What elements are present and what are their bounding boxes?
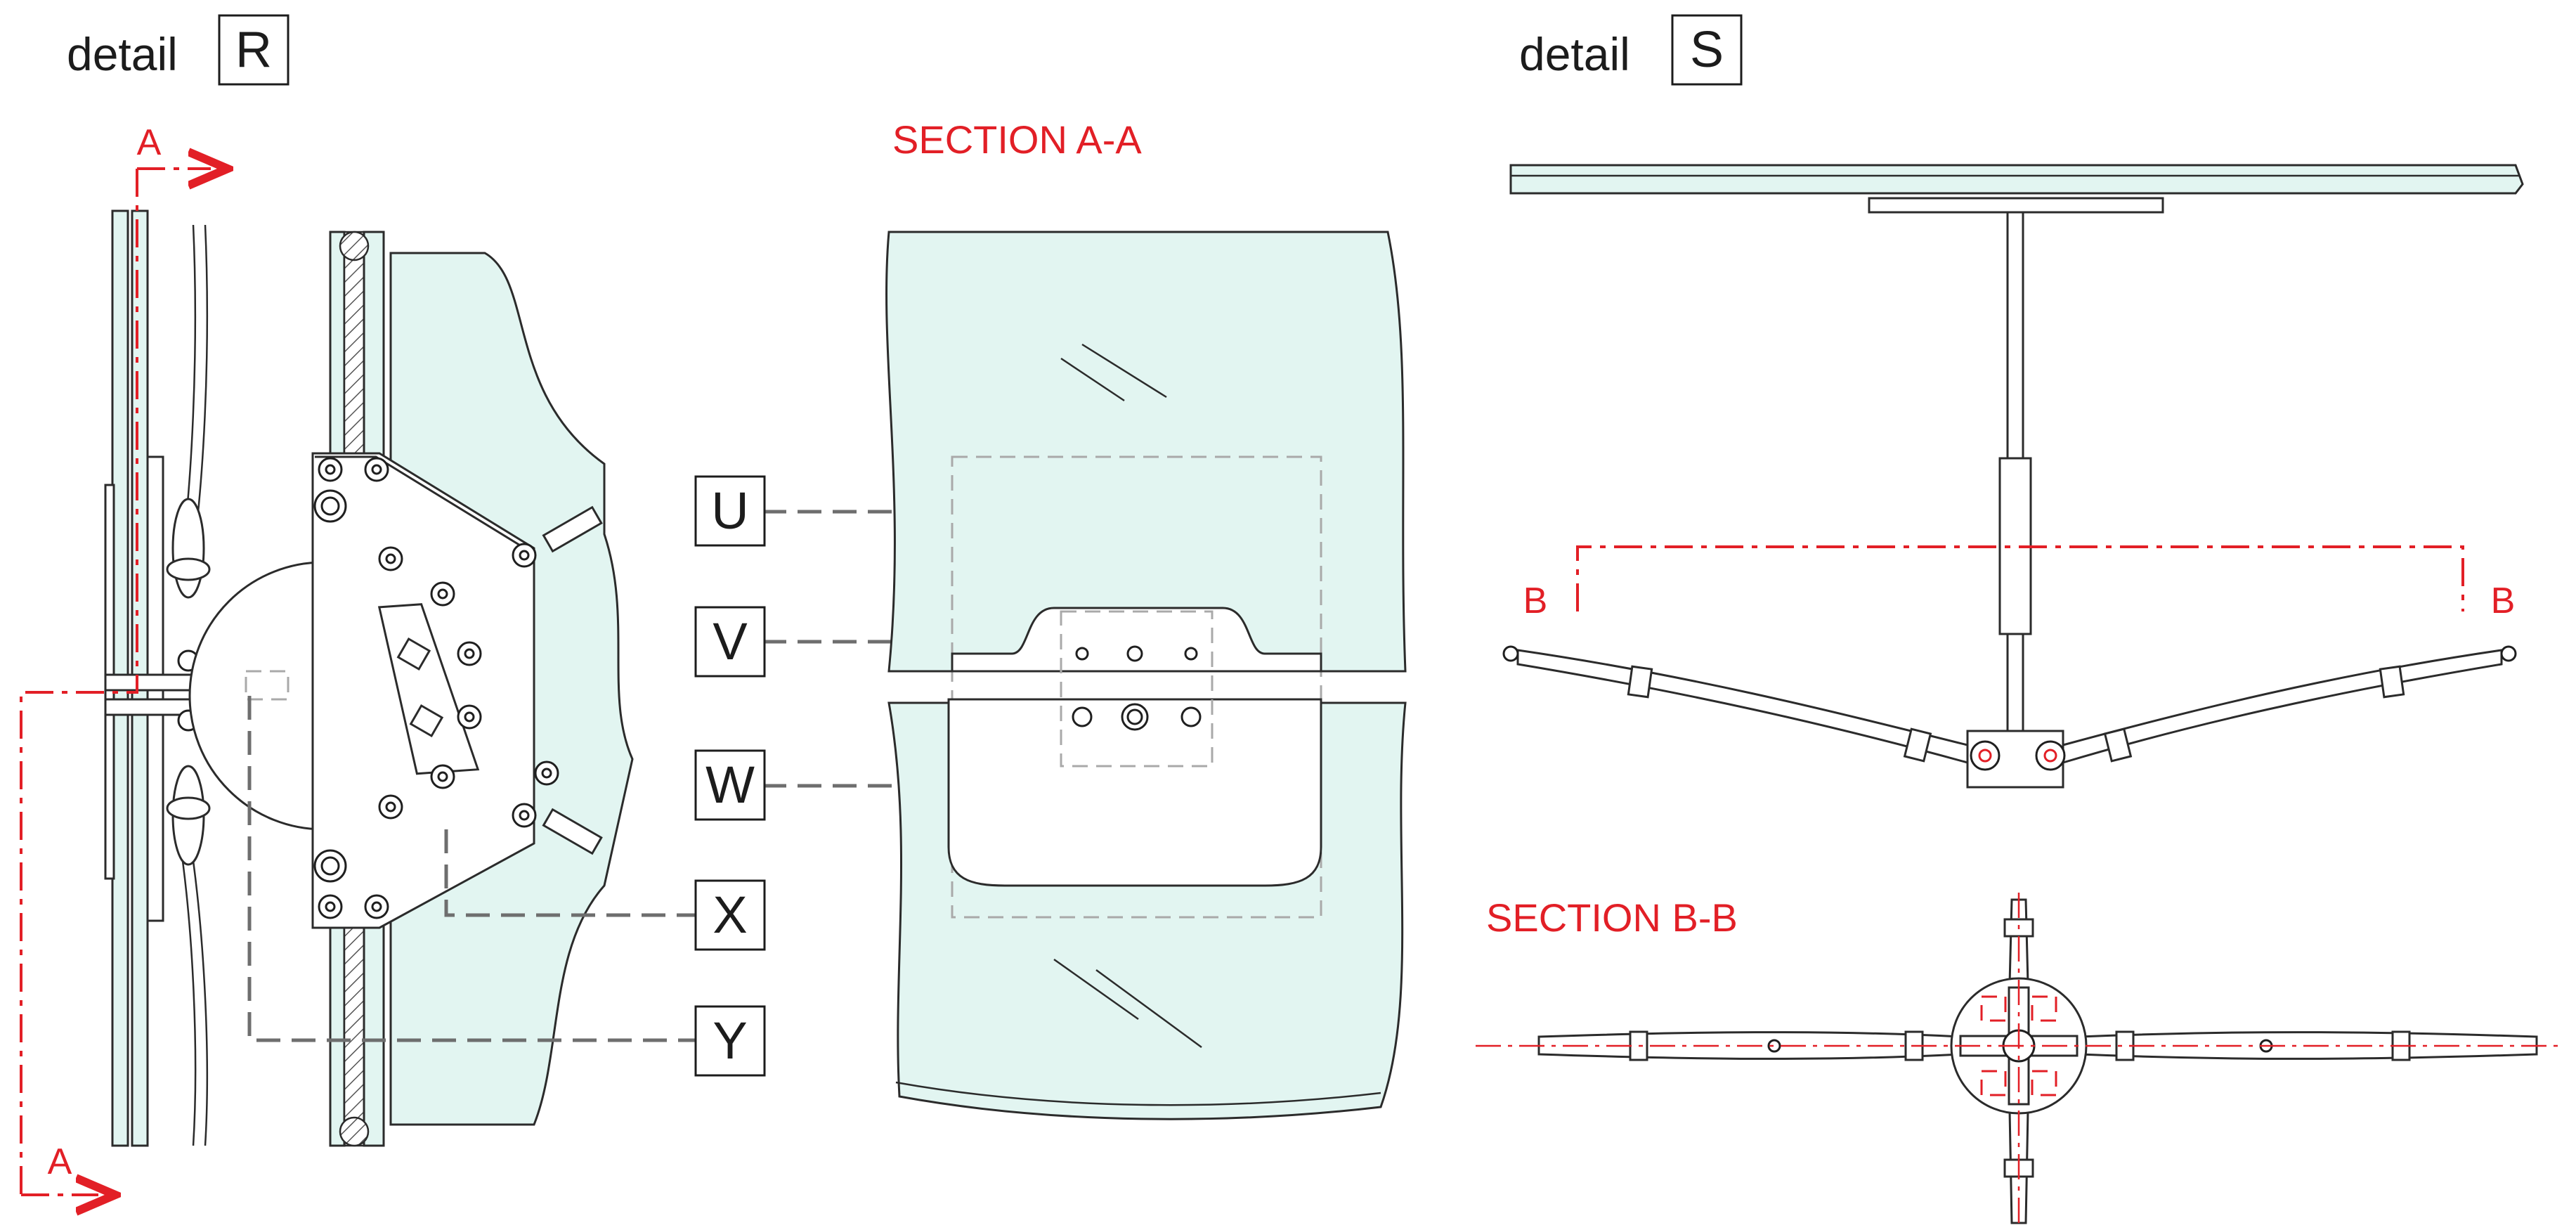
callout-x-letter: X	[713, 886, 747, 944]
detail-s-box	[1671, 14, 1743, 86]
detail-s-header: detail S	[1519, 14, 1743, 86]
callout-w-letter: W	[705, 756, 755, 814]
section-aa-title: SECTION A-A	[892, 117, 1142, 162]
plate-bolts	[313, 457, 559, 919]
cut-marker-a-top: A	[137, 122, 162, 163]
detail-s-letter: S	[1690, 22, 1724, 78]
cut-marker-b-right: B	[2491, 581, 2516, 621]
cut-marker-a-bottom: A	[48, 1141, 72, 1182]
section-aa-drawing: SECTION A-A	[885, 117, 1407, 1120]
callout-u: U	[694, 475, 766, 547]
detail-r-header: detail R	[67, 14, 290, 86]
callout-w: W	[694, 749, 766, 821]
detail-r-letter: R	[235, 22, 272, 78]
callout-x: X	[694, 879, 766, 951]
callout-u-letter: U	[711, 481, 748, 540]
detail-s-word: detail	[1519, 28, 1630, 80]
callout-v-letter: V	[713, 612, 748, 671]
detail-r-box	[218, 14, 290, 86]
detail-r-drawing: A A	[20, 122, 634, 1195]
callout-y-letter: Y	[713, 1011, 747, 1070]
callout-v: V	[694, 606, 766, 678]
detail-r-word: detail	[67, 28, 178, 80]
cut-marker-b-left: B	[1523, 581, 1548, 621]
section-bb-title: SECTION B-B	[1486, 895, 1738, 940]
section-bb-drawing: SECTION B-B	[1476, 893, 2558, 1226]
detail-s-drawing: B B	[1502, 164, 2524, 789]
callout-y: Y	[694, 1005, 766, 1077]
